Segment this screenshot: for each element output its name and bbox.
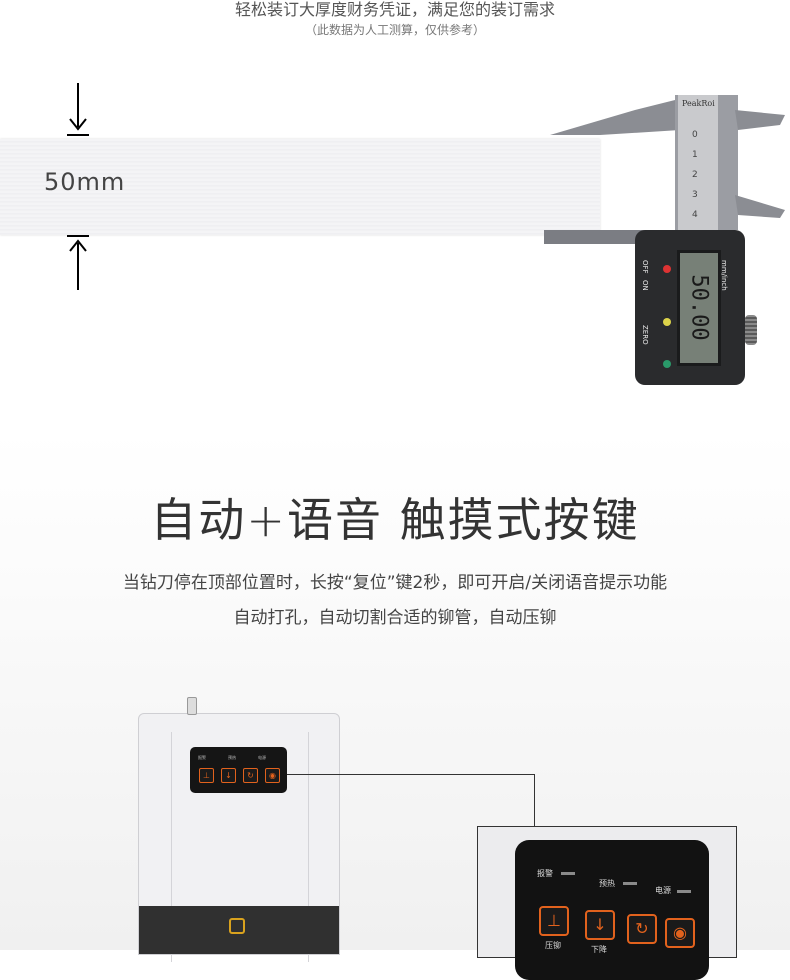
mini-press-icon: ⊥	[199, 768, 214, 783]
control-panel-small: 报警 预热 电源 ⊥ ↓ ↻ ◉	[190, 747, 287, 793]
press-key-label: 压铆	[545, 941, 561, 950]
digital-caliper: PeakRoi 0 1 2 3 4 OFF ON ZERO 50.00 mm/i…	[540, 90, 790, 390]
caliper-lcd: 50.00	[677, 250, 721, 366]
down-arrow-icon[interactable]: ↓	[585, 910, 615, 940]
feature-desc-line1: 当钻刀停在顶部位置时，长按“复位”键2秒，即可开启/关闭语音提示功能	[122, 573, 668, 593]
caliper-display-housing: OFF ON ZERO 50.00 mm/inch	[635, 230, 745, 385]
headline: 轻松装订大厚度财务凭证，满足您的装订需求	[234, 0, 555, 19]
caliper-reading: 50.00	[686, 274, 712, 341]
caliper-zero-label: ZERO	[641, 325, 649, 345]
caliper-thumb-wheel	[745, 315, 757, 345]
caliper-off-label: OFF	[641, 260, 649, 274]
paper-stack	[0, 139, 600, 235]
drill-icon[interactable]: ◉	[665, 918, 695, 948]
alarm-label: 报警	[537, 869, 553, 878]
feature-desc-line2: 自动打孔，自动切割合适的铆管，自动压铆	[233, 608, 557, 628]
caliper-brand: PeakRoi	[682, 99, 715, 108]
thickness-label: 50mm	[44, 168, 126, 196]
device-mechanism	[139, 906, 339, 954]
warning-icon	[229, 918, 245, 934]
caliper-unit-label: mm/inch	[720, 260, 728, 291]
arrow-up-icon	[67, 235, 91, 291]
caliper-scale: PeakRoi 0 1 2 3 4	[678, 95, 718, 235]
caliper-zero-button	[663, 318, 671, 326]
callout-line-vertical	[534, 774, 535, 826]
callout-line	[287, 774, 535, 775]
press-icon[interactable]: ⊥	[539, 906, 569, 936]
mini-reset-icon: ↻	[243, 768, 258, 783]
alarm-led	[561, 872, 575, 875]
caliper-off-button	[663, 265, 671, 273]
device-front-cover	[171, 732, 309, 962]
control-panel-large: 报警 预热 电源 ⊥ ↓ ↻ ◉ 压铆 下降	[515, 840, 709, 980]
reset-icon[interactable]: ↻	[627, 914, 657, 944]
mini-down-arrow-icon: ↓	[221, 768, 236, 783]
feature-title: 自动+语音 触摸式按键	[150, 493, 640, 547]
caliper-mode-button	[663, 360, 671, 368]
caliper-tick-labels: 0 1 2 3 4	[692, 130, 698, 220]
arrow-down-icon	[67, 83, 91, 137]
mini-power-label: 电源	[258, 755, 266, 760]
power-label: 电源	[655, 886, 671, 895]
preheat-led	[623, 882, 637, 885]
mini-preheat-label: 预热	[228, 755, 236, 760]
power-led	[677, 890, 691, 893]
device-top-knob	[187, 697, 197, 715]
preheat-label: 预热	[599, 879, 615, 888]
caliper-on-label: ON	[641, 280, 649, 291]
mini-drill-icon: ◉	[265, 768, 280, 783]
disclaimer-note: （此数据为人工测算，仅供参考）	[304, 23, 485, 37]
mini-alarm-label: 报警	[198, 755, 206, 760]
